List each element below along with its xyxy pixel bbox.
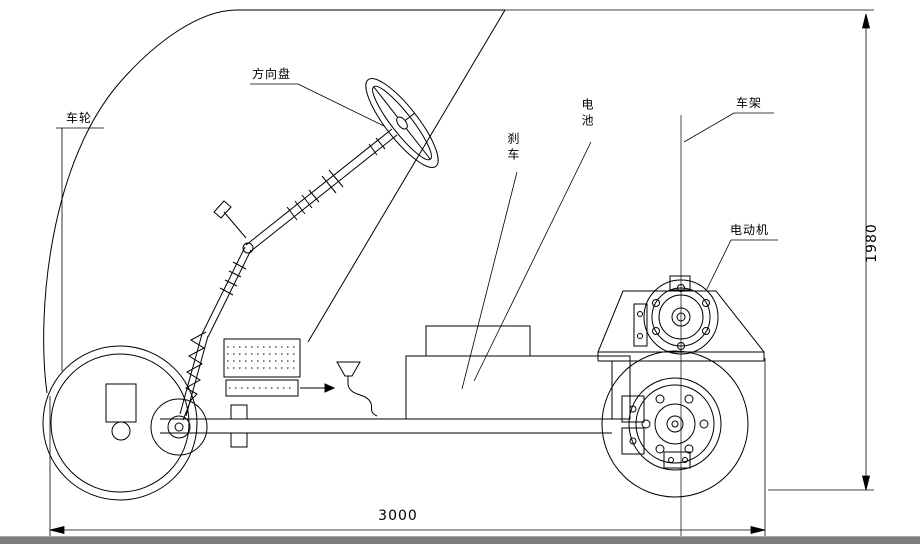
body-outline [43,9,506,394]
window-bottom-strip [0,536,920,544]
leader-lines [56,83,778,390]
front-wheel [42,345,198,501]
label-brake: 刹车 [506,132,520,164]
controller-box [223,338,336,397]
dimension-length-value: 3000 [378,508,418,524]
label-frame: 车架 [736,96,763,110]
steering-wheel [365,78,439,168]
steering-hub-wheel [150,398,208,456]
dimension-height-value: 1980 [864,223,880,263]
label-wheel: 车轮 [66,111,93,125]
dimension-length [49,358,766,536]
label-motor: 电动机 [730,223,770,237]
electric-motor [633,275,719,355]
label-battery: 电池 [580,98,594,130]
chassis-frame [160,404,612,448]
pedal-assembly [336,361,378,417]
label-steering-wheel: 方向盘 [252,67,292,81]
steering-column [179,128,398,421]
battery-platform [405,325,631,420]
dimension-height [505,9,874,491]
rear-wheel [601,350,749,498]
